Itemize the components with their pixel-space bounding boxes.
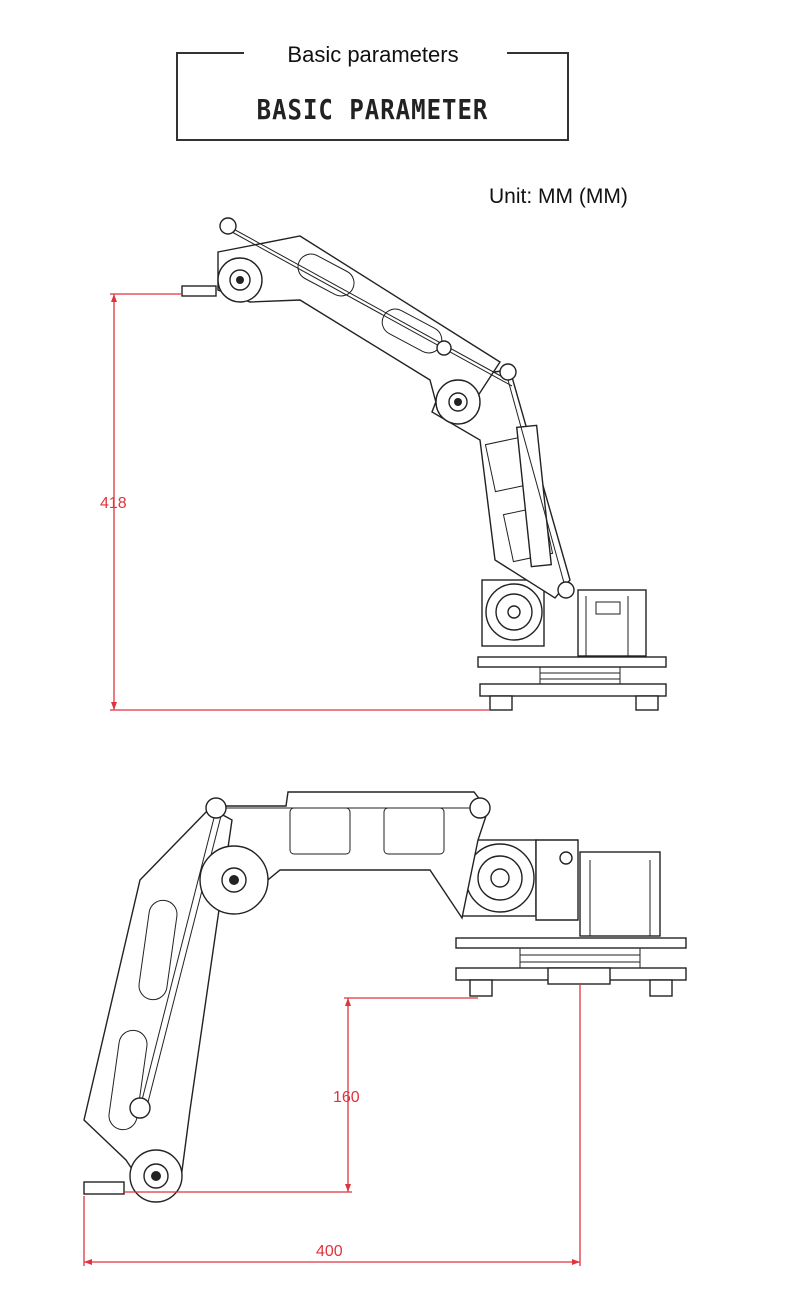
arm-raised-drawing — [181, 217, 667, 711]
title-frame — [176, 52, 569, 141]
dimension-offset-label: 160 — [333, 1089, 360, 1106]
dimension-reach-label: 400 — [316, 1243, 343, 1260]
dimension-height: 418 — [100, 293, 490, 711]
title-en: BASIC PARAMETER — [256, 93, 489, 127]
dimension-height-label: 418 — [100, 495, 127, 512]
unit-label: Unit: MM (MM) — [489, 185, 628, 208]
title-cn: Basic parameters — [287, 42, 459, 67]
dimension-reach: 400 — [83, 984, 581, 1266]
arm-extended-drawing — [83, 791, 687, 1203]
dimension-offset: 160 — [124, 997, 478, 1193]
